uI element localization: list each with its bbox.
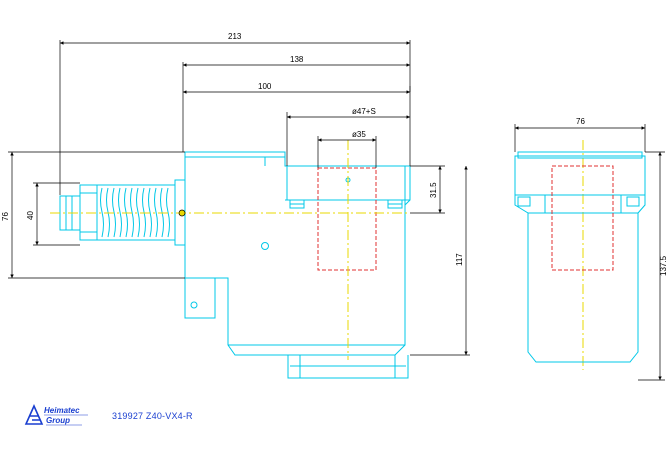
dim-138: 138: [290, 55, 304, 64]
svg-text:Heimatec: Heimatec: [44, 406, 80, 415]
dim-40: 40: [26, 211, 35, 220]
part-code: 319927 Z40-VX4-R: [112, 411, 193, 421]
shank-rib: [136, 187, 140, 238]
side-slot-left: [517, 196, 531, 207]
side-view: [514, 151, 646, 363]
front-view: [59, 151, 411, 379]
base-foot: [287, 355, 409, 379]
shank-rib: [130, 187, 134, 238]
svg-text:Group: Group: [46, 416, 70, 425]
company-logo: Heimatec Group: [24, 404, 88, 426]
shank-rib: [118, 187, 122, 238]
top-plate: [184, 151, 286, 158]
lower-bracket: [184, 277, 216, 319]
shank-rib: [148, 187, 152, 238]
dim-100: 100: [258, 82, 272, 91]
screw-hole: [261, 242, 269, 250]
side-body: [514, 155, 646, 363]
shank-ribs: [100, 187, 170, 238]
shank-rib: [160, 187, 164, 238]
shank-rib: [166, 187, 170, 238]
hidden-bore-front: [317, 167, 377, 271]
shank-rib: [100, 187, 104, 238]
dim-p35: ø35: [352, 130, 366, 139]
dim-side-76: 76: [576, 117, 585, 126]
shank-rib: [106, 187, 110, 238]
dim-31-5: 31.5: [429, 182, 438, 198]
shank-rib: [142, 187, 146, 238]
dim-p47: ø47+S: [352, 107, 376, 116]
side-slot-right: [626, 196, 640, 207]
shank-rib: [154, 187, 158, 238]
dim-117: 117: [455, 253, 464, 266]
dim-left-76: 76: [1, 212, 10, 221]
centerlines: [50, 140, 584, 370]
dim-213: 213: [228, 32, 242, 41]
hidden-bore-side: [551, 165, 614, 271]
shank-rib: [124, 187, 128, 238]
shank-nose: [59, 195, 81, 231]
dimension-lines: [8, 40, 665, 381]
shank-rib: [112, 187, 116, 238]
dim-137-5: 137.5: [659, 255, 668, 276]
